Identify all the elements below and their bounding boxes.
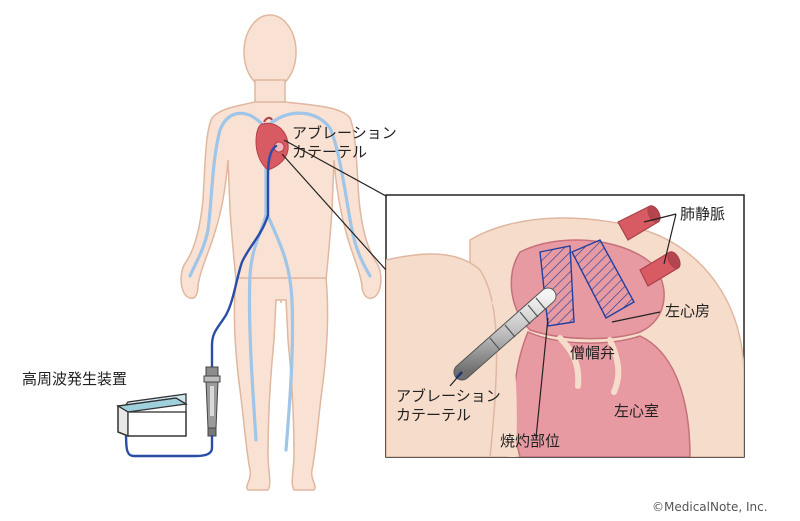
catheter-label-line1: アブレーション: [292, 124, 397, 142]
ablation-site-label: 焼灼部位: [500, 432, 561, 450]
catheter-label-line2: カテーテル: [292, 143, 368, 161]
pulmonary-vein-label: 肺静脈: [680, 205, 726, 223]
legs: [233, 277, 329, 491]
heart-icon: [255, 116, 289, 171]
generator-label: 高周波発生装置: [22, 370, 128, 388]
copyright-text: ©MedicalNote, Inc.: [652, 500, 768, 514]
left-atrium-label: 左心房: [665, 302, 711, 320]
heart-cross-section: [386, 205, 744, 457]
generator-device: [116, 393, 188, 437]
pulmonary-veins: [617, 205, 681, 287]
leader-lines: [449, 213, 677, 439]
neck: [254, 79, 286, 105]
left-ventricle-label: 左心室: [614, 402, 660, 420]
inset-catheter-label-line1: アブレーション: [396, 387, 501, 405]
body-catheter: [210, 144, 278, 370]
zoom-lines: [281, 139, 387, 271]
human-body: [180, 14, 382, 491]
generator-cable: [124, 428, 214, 458]
mitral-valve-label: 僧帽弁: [570, 344, 616, 362]
catheter-handle: [203, 366, 221, 437]
inset-catheter-label-line2: カテーテル: [396, 406, 472, 424]
head: [243, 14, 297, 90]
